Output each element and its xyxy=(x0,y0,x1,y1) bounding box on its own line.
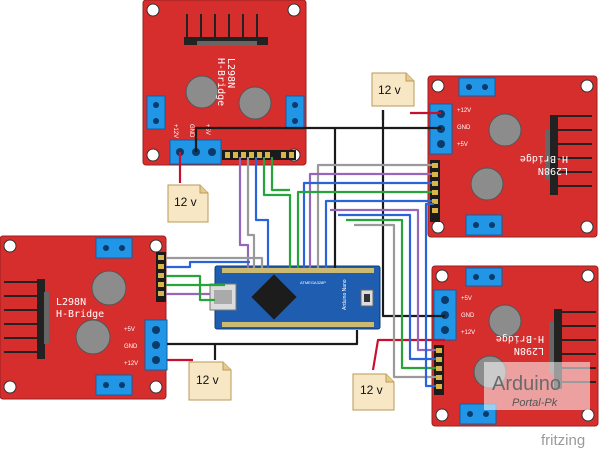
battery-top-right: 12 v xyxy=(371,72,415,107)
wire-signal xyxy=(324,199,432,268)
board-chip-label: ATMEGA328P xyxy=(300,280,326,285)
motor-terminal-top[interactable] xyxy=(95,237,133,259)
wire-signal xyxy=(354,223,436,379)
wire-signal xyxy=(346,218,436,370)
battery-label: 12 v xyxy=(174,195,197,209)
watermark-brand: Arduino xyxy=(492,373,561,395)
heatsink-icon xyxy=(4,279,49,359)
wire-gnd xyxy=(167,330,359,346)
capacitor-icon xyxy=(488,113,522,147)
wire-signal xyxy=(254,157,270,268)
wire-signal xyxy=(308,172,432,268)
battery-bottom-left: 12 v xyxy=(188,361,232,401)
wires xyxy=(166,110,445,388)
motor-terminal-right[interactable] xyxy=(285,95,305,130)
wire-signal xyxy=(262,157,292,268)
battery-label: 12 v xyxy=(196,373,219,387)
module-title: L298N xyxy=(514,345,544,356)
wire-signal xyxy=(246,157,256,268)
pin-label-12v: +12V xyxy=(457,108,471,114)
pin-label-5v: +5V xyxy=(124,327,135,333)
battery-bottom-right: 12 v xyxy=(352,373,395,411)
wire-signal xyxy=(270,157,290,192)
wire-signal xyxy=(238,157,250,268)
wire-signal xyxy=(316,163,432,268)
wire-signal xyxy=(424,202,436,388)
l298n-module-top: L298N H-Bridge +12V GND +5V xyxy=(142,0,307,166)
module-title: L298N xyxy=(225,58,236,88)
wire-12v xyxy=(371,338,445,371)
wire-signal xyxy=(166,274,215,302)
pin-label-5v: +5V xyxy=(461,296,472,302)
l298n-module-left: L298N H-Bridge +5V GND +12V xyxy=(0,235,168,400)
motor-terminal-bottom[interactable] xyxy=(95,374,133,396)
pin-label-5v: +5V xyxy=(204,124,210,135)
fritzing-logo: fritzing xyxy=(541,432,585,449)
module-subtitle: H-Bridge xyxy=(496,333,544,344)
wire-gnd xyxy=(381,110,445,318)
module-subtitle: H-Bridge xyxy=(215,58,226,106)
module-subtitle: H-Bridge xyxy=(520,153,568,164)
motor-terminal-top[interactable] xyxy=(465,267,503,287)
watermark: Arduino Portal-Pk xyxy=(484,362,590,410)
wire-signal xyxy=(296,190,432,268)
heatsink-icon xyxy=(184,14,268,46)
module-subtitle: H-Bridge xyxy=(56,309,104,320)
pin-label-gnd: GND xyxy=(188,124,194,138)
pin-label-gnd: GND xyxy=(457,125,471,131)
wire-signal xyxy=(302,181,432,268)
battery-label: 12 v xyxy=(360,383,383,397)
battery-top-left: 12 v xyxy=(167,184,209,223)
pin-label-12v: +12V xyxy=(461,330,475,336)
capacitor-icon xyxy=(238,86,272,120)
pin-label-gnd: GND xyxy=(461,313,475,319)
pin-label-gnd: GND xyxy=(124,344,138,350)
module-title: L298N xyxy=(56,297,86,308)
capacitor-icon xyxy=(470,167,504,201)
motor-terminal-bottom[interactable] xyxy=(465,214,503,236)
arduino-nano-board: ATMEGA328P Arduino Nano xyxy=(209,265,381,330)
capacitor-icon xyxy=(91,270,127,306)
pin-label-12v: +12V xyxy=(124,361,138,367)
watermark-tagline: Portal-Pk xyxy=(512,397,558,409)
battery-label: 12 v xyxy=(378,83,401,97)
module-title: L298N xyxy=(538,165,568,176)
capacitor-icon xyxy=(185,75,219,109)
heatsink-icon xyxy=(545,115,592,195)
motor-terminal-top[interactable] xyxy=(458,77,496,97)
motor-terminal-left[interactable] xyxy=(146,95,166,130)
board-name-label: Arduino Nano xyxy=(342,279,348,310)
capacitor-icon xyxy=(488,304,522,338)
pin-label-5v: +5V xyxy=(457,142,468,148)
l298n-module-right-top: L298N H-Bridge +12V GND +5V xyxy=(427,75,598,238)
wire-signal xyxy=(166,256,264,268)
capacitor-icon xyxy=(75,319,111,355)
wire-signal xyxy=(166,260,250,269)
wire-gnd xyxy=(194,126,441,152)
wire-signal xyxy=(338,213,436,361)
pin-label-12v: +12V xyxy=(172,124,178,138)
